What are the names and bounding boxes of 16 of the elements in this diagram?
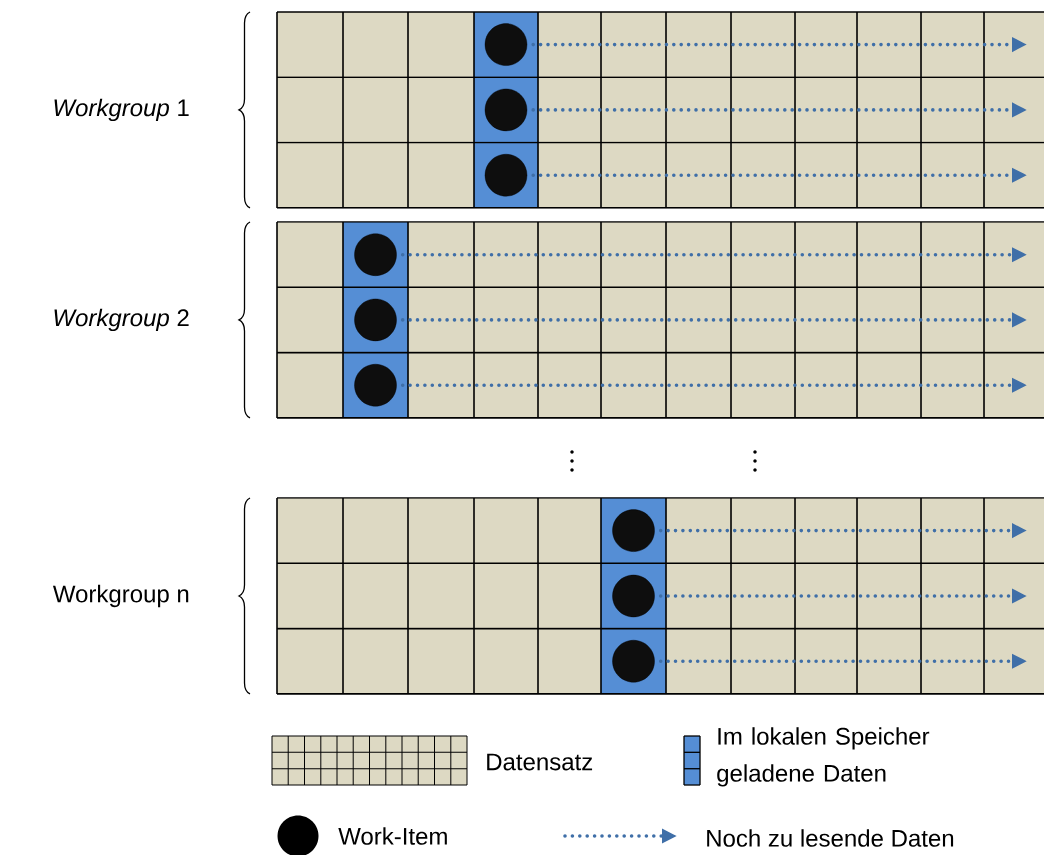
work-item-circle (484, 88, 528, 132)
legend-text: Im lokalen Speicher geladene Daten (717, 727, 930, 787)
legend-text: Noch zu lesende Daten (707, 829, 954, 847)
legend-text: Work-Item (338, 827, 447, 845)
work-item-circle (612, 640, 655, 683)
work-item-circle (354, 364, 397, 407)
work-item-circle (484, 23, 528, 66)
legend-text: Datensatz (487, 753, 593, 771)
group-label: Workgroup n (52, 584, 189, 608)
group-label: Workgroup 2 (54, 308, 189, 332)
group-label: Workgroup 1 (54, 98, 189, 122)
work-item-circle (612, 574, 655, 618)
work-item-circle (612, 509, 655, 552)
work-item-circle (484, 154, 528, 197)
work-item-circle (354, 298, 397, 342)
work-item-circle (354, 233, 397, 276)
